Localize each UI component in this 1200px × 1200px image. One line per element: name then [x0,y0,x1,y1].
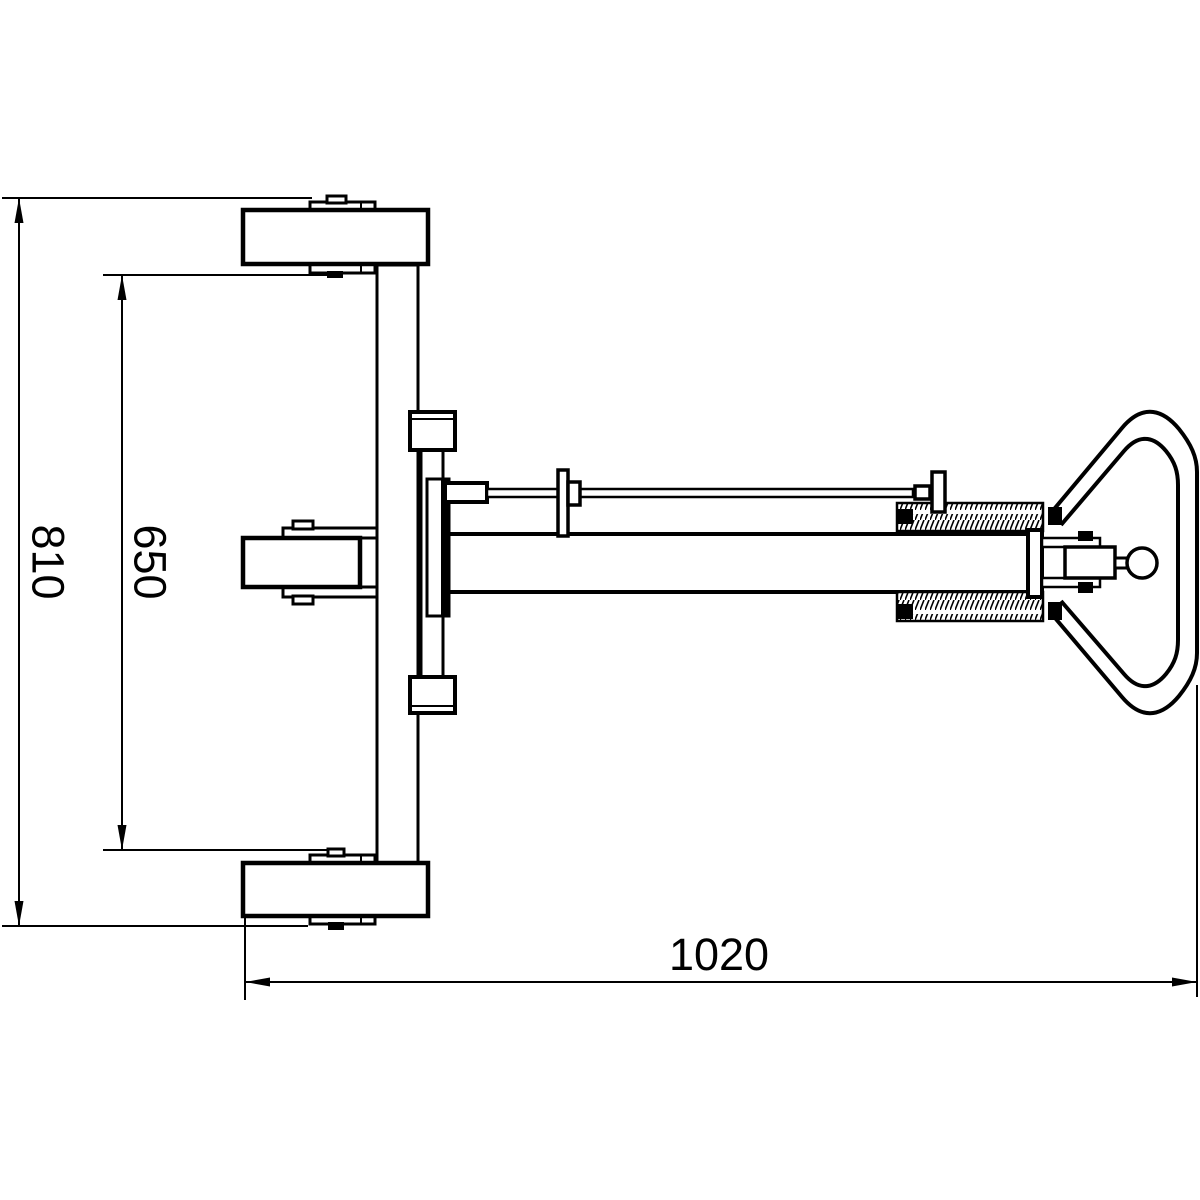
clevis-pin-top [1078,531,1093,541]
main-boom-arm [441,532,1034,594]
crossbar-tube [375,263,420,865]
dimension-label-1020: 1020 [669,929,769,980]
handle-clamp-nut-top [1048,507,1062,525]
thread-band-top [895,501,1045,533]
spindle-rod [485,487,915,499]
threaded-sleeve [895,501,1062,623]
handle-clamp-nut-bottom [1048,602,1062,620]
arrowhead-down [14,901,24,926]
rail-end-block-top [408,410,457,452]
handle-outer-outline [1048,409,1199,716]
arrowhead-down [117,825,127,850]
boom-flange [425,477,451,618]
rod-end-coupler [913,484,932,501]
dimension-label-650: 650 [125,524,176,599]
caster-bottom [240,847,431,930]
caster-top [240,194,431,278]
caster-tab [291,594,315,606]
sleeve-stop-top [897,509,913,524]
caster-pivot [327,271,343,278]
handle-loop [1048,409,1199,716]
spindle-coupler [443,481,489,504]
arrowhead-right [1172,977,1197,987]
wheel [240,860,431,919]
caster-tab [325,194,348,205]
arrowhead-left [245,977,270,987]
arrowhead-up [117,275,127,300]
handle-inner-outline [1059,437,1180,688]
flange-edge [441,479,449,616]
caster-tab [326,847,346,858]
rod-end-bracket [930,470,947,514]
clevis-assembly [1026,528,1159,599]
boom-end-plate [1026,528,1044,599]
thread-band-bottom [895,590,1045,623]
wheel [240,207,431,267]
dimension-650: 650 [103,274,330,851]
rod-support-block [566,480,582,507]
wheel [240,535,363,590]
rod-end-fitting [913,470,947,514]
rail-end-block-bottom [408,675,457,715]
clevis-body [1063,545,1117,580]
dimension-label-810: 810 [23,524,74,599]
dimension-1020: 1020 [244,685,1198,1000]
chassis-crossbar [375,263,457,865]
sleeve-stop-bottom [897,604,913,619]
ball-knob [1125,546,1159,580]
arrowhead-up [14,198,24,223]
dimension-810: 810 [2,197,312,927]
adjusting-spindle [443,468,915,538]
knob-shaft [1113,556,1129,570]
caster-pivot [328,922,344,930]
caster-middle [240,519,379,606]
clevis-pin-bottom [1078,582,1093,593]
caster-tab [291,519,315,531]
